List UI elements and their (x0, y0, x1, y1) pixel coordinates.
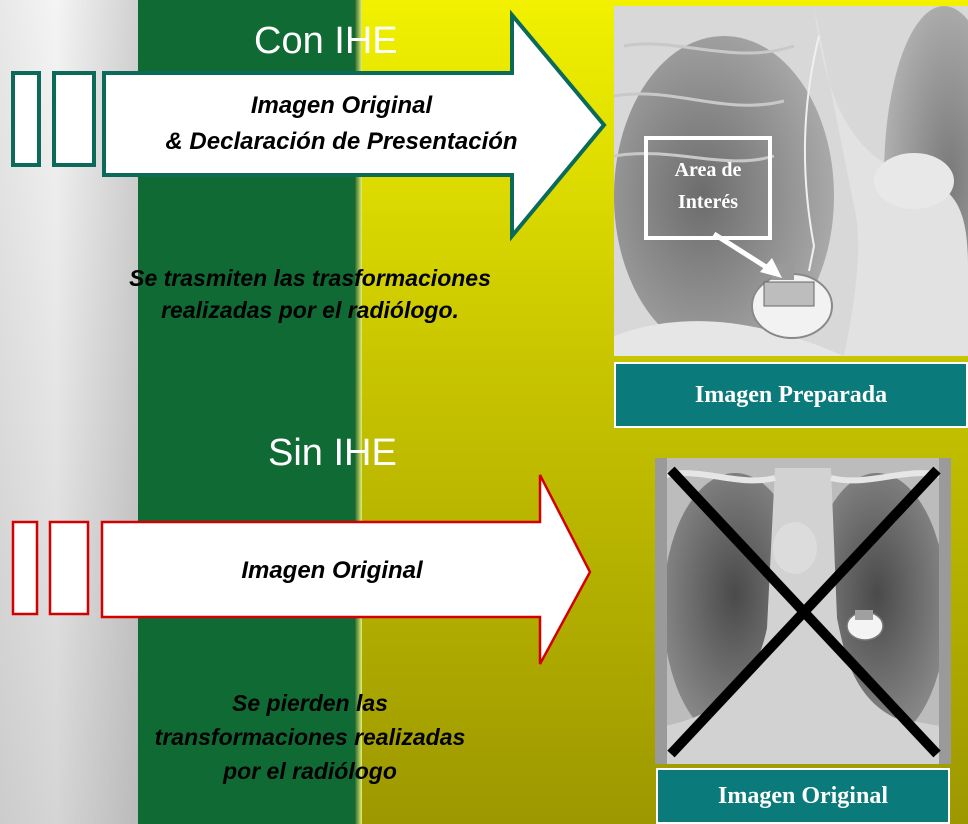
bottom-caption-line1: Se pierden las (232, 690, 388, 716)
bottom-caption: Se pierden las transformaciones realizad… (30, 686, 590, 788)
background-divider (354, 0, 362, 824)
prepared-image-label: Imagen Preparada (614, 362, 968, 428)
top-arrow-line1: Imagen Original (250, 92, 433, 119)
top-heading: Con IHE (254, 20, 398, 62)
prepared-xray-graphic (614, 6, 968, 356)
original-image-label: Imagen Original (656, 768, 950, 824)
bottom-arrow-label: Imagen Original (241, 557, 423, 584)
top-caption-line2: realizadas por el radiólogo. (161, 297, 459, 323)
original-xray-graphic (655, 458, 951, 764)
roi-label-line2: Interés (678, 191, 738, 213)
top-caption-line1: Se trasmiten las trasformaciones (129, 265, 491, 291)
roi-label-line1: Area de (674, 159, 742, 181)
bottom-heading: Sin IHE (268, 432, 397, 474)
top-caption: Se trasmiten las trasformaciones realiza… (20, 262, 600, 326)
bottom-caption-line3: por el radiólogo (223, 758, 397, 784)
top-arrow-line2: & Declaración de Presentación (165, 128, 518, 155)
roi-box (644, 136, 772, 240)
original-xray-image (655, 458, 951, 764)
prepared-xray-image: Area de Interés (614, 6, 968, 356)
roi-label: Area de Interés (650, 154, 766, 218)
top-arrow-label: Imagen Original & Declaración de Present… (104, 88, 579, 160)
bottom-caption-line2: transformaciones realizadas (154, 724, 466, 750)
cross-line-2 (667, 466, 941, 758)
